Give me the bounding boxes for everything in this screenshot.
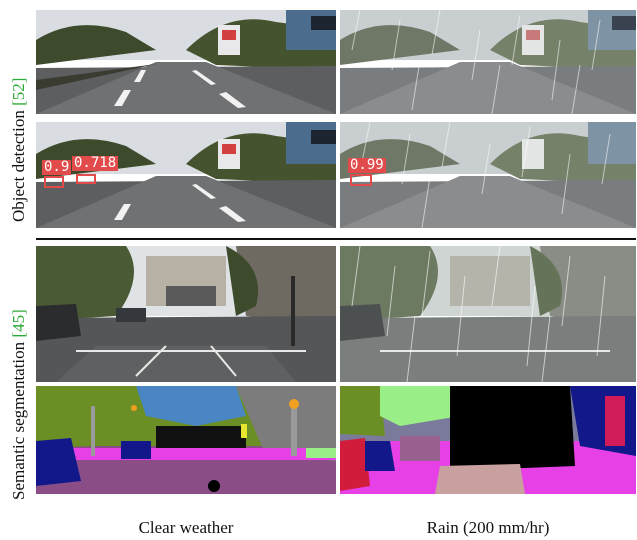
detection-box-car-left <box>44 176 64 188</box>
clear-segmentation-map <box>36 386 336 494</box>
caption-clear-weather: Clear weather <box>138 518 234 537</box>
detection-box-car-center <box>76 174 96 184</box>
section-divider <box>36 238 636 240</box>
clear-road-photo-1 <box>36 10 336 114</box>
clear-city-street-photo <box>36 246 336 382</box>
rain-city-street-photo <box>340 246 636 382</box>
rain-road-photo-1 <box>340 10 636 114</box>
detection-score-rain: 0.99 <box>348 157 386 173</box>
row-label-segmentation-text: Semantic segmentation <box>9 337 28 500</box>
detection-box-rain-car <box>350 174 372 186</box>
row-label-semantic-segmentation: Semantic segmentation [45] <box>9 309 29 500</box>
detection-score-center: 0.718 <box>72 155 119 171</box>
rain-road-photo-detections: 0.99 <box>340 122 636 228</box>
rain-segmentation-map <box>340 386 636 494</box>
caption-rain: Rain (200 mm/hr) <box>426 518 550 537</box>
detection-citation: [52] <box>9 77 28 106</box>
segmentation-citation: [45] <box>9 309 28 338</box>
clear-road-photo-detections: 0.9 0.718 <box>36 122 336 228</box>
row-label-detection-text: Object detection <box>9 105 28 222</box>
row-label-object-detection: Object detection [52] <box>9 78 29 222</box>
detection-score-left: 0.9 <box>42 159 72 175</box>
